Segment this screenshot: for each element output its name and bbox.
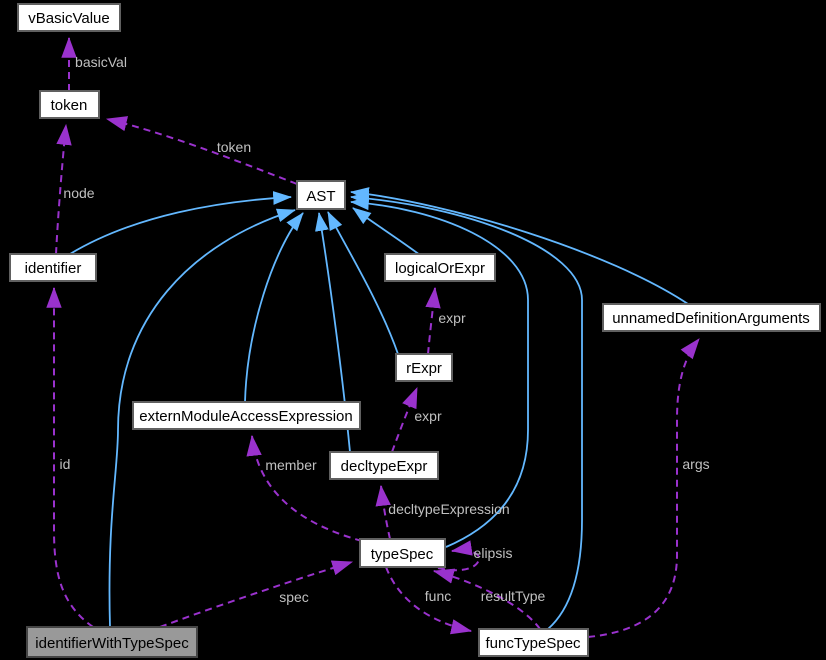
edge-label-member: member xyxy=(265,457,317,473)
node-typeSpec-label: typeSpec xyxy=(371,546,434,563)
edge-label-spec: spec xyxy=(279,589,309,605)
edge-rexpr-to-ast xyxy=(327,211,399,355)
node-funcTypeSpec-label: funcTypeSpec xyxy=(485,635,581,652)
edge-label-elipsis: elipsis xyxy=(474,545,513,561)
edge-decltypeexpression xyxy=(375,484,391,540)
node-unnamedDefinitionArguments[interactable]: unnamedDefinitionArguments xyxy=(602,303,821,332)
node-decltypeExpr-label: decltypeExpr xyxy=(341,458,428,475)
node-funcTypeSpec[interactable]: funcTypeSpec xyxy=(478,628,589,657)
node-vBasicValue[interactable]: vBasicValue xyxy=(17,3,121,32)
edge-member xyxy=(246,434,363,542)
node-token-label: token xyxy=(51,97,88,114)
edge-expr-decltypeexpr xyxy=(391,386,418,453)
node-externModuleAccessExpression-label: externModuleAccessExpression xyxy=(139,408,352,425)
edge-label-decltypeexpression: decltypeExpression xyxy=(388,501,509,517)
edge-label-args: args xyxy=(682,456,709,472)
edge-label-token: token xyxy=(217,139,251,155)
edge-id xyxy=(46,286,94,628)
node-identifier[interactable]: identifier xyxy=(9,253,97,282)
edge-args xyxy=(587,338,700,638)
node-externModuleAccessExpression[interactable]: externModuleAccessExpression xyxy=(132,401,361,430)
edge-label-expr-upper: expr xyxy=(438,310,466,326)
edge-expr-rexpr xyxy=(425,286,441,355)
edge-spec xyxy=(159,560,354,628)
edge-label-expr-lower: expr xyxy=(414,408,442,424)
edge-label-func: func xyxy=(425,588,451,604)
node-logicalOrExpr[interactable]: logicalOrExpr xyxy=(384,253,496,282)
node-AST[interactable]: AST xyxy=(296,180,346,210)
edge-token xyxy=(105,116,298,185)
edge-elipsis-selfloop xyxy=(437,540,481,572)
edge-node xyxy=(55,123,72,255)
node-typeSpec[interactable]: typeSpec xyxy=(359,538,446,568)
edge-typespec-to-ast xyxy=(350,196,529,548)
node-decltypeExpr[interactable]: decltypeExpr xyxy=(329,451,439,480)
edge-label-basicval: basicVal xyxy=(75,54,127,70)
edge-labels: basicVal node token expr expr decltypeEx… xyxy=(60,54,710,605)
edge-logicalorexpr-to-ast xyxy=(352,207,421,256)
edge-resulttype xyxy=(432,568,541,630)
node-identifierWithTypeSpec[interactable]: identifierWithTypeSpec xyxy=(26,626,198,658)
edge-label-resulttype: resultType xyxy=(481,588,546,604)
node-rExpr[interactable]: rExpr xyxy=(395,353,453,382)
node-identifierWithTypeSpec-label: identifierWithTypeSpec xyxy=(35,635,189,652)
node-logicalOrExpr-label: logicalOrExpr xyxy=(395,260,485,277)
edge-label-id: id xyxy=(60,456,71,472)
edge-label-node: node xyxy=(63,185,94,201)
edge-unnameddefinitionarguments-to-ast xyxy=(350,187,689,305)
node-unnamedDefinitionArguments-label: unnamedDefinitionArguments xyxy=(612,310,810,327)
node-AST-label: AST xyxy=(306,188,335,205)
edge-identifierwithtypespec-to-ast xyxy=(108,208,296,628)
edge-func xyxy=(385,566,473,635)
node-identifier-label: identifier xyxy=(25,260,82,277)
node-token[interactable]: token xyxy=(39,90,100,119)
node-vBasicValue-label: vBasicValue xyxy=(28,10,109,27)
edge-externmoduleaccessexpression-to-ast xyxy=(244,212,304,403)
usage-edges xyxy=(46,36,700,638)
edge-functypespec-to-ast xyxy=(350,191,583,630)
node-rExpr-label: rExpr xyxy=(406,360,442,377)
edge-identifier-to-ast xyxy=(69,191,292,255)
